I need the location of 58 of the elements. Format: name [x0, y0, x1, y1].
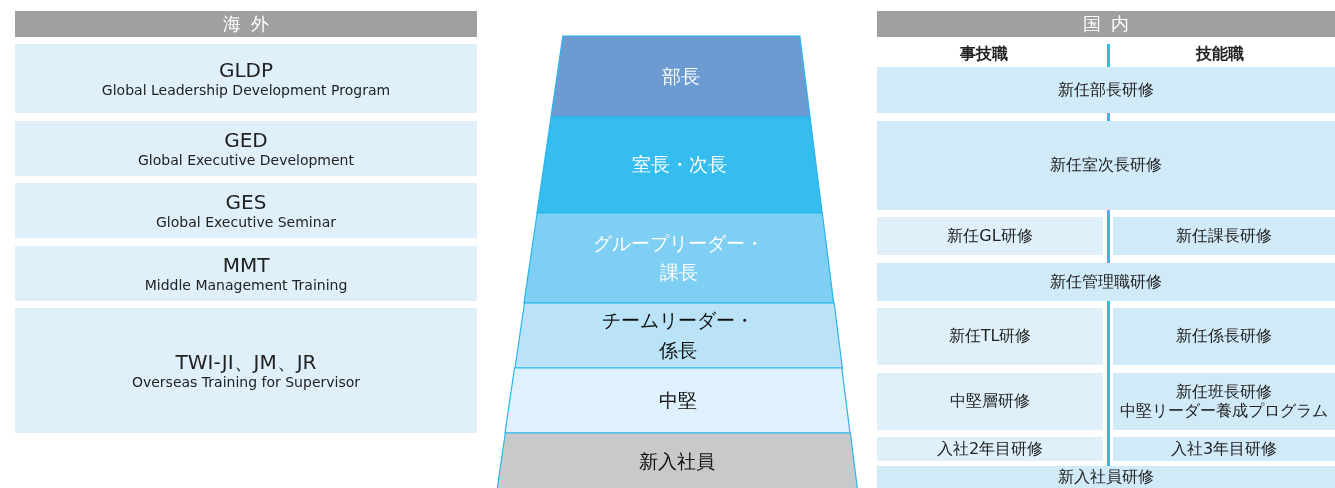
- section-header: [15, 11, 477, 37]
- training-card: [877, 466, 1335, 488]
- section-header: [877, 11, 1335, 37]
- training-name: 入社2年目研修: [936, 439, 1044, 459]
- training-card: [877, 263, 1335, 301]
- program-name: Overseas Training for Supervisor: [131, 373, 361, 391]
- program-code: MMT: [222, 253, 270, 277]
- training-name: 中堅リーダー養成プログラム: [1120, 401, 1328, 420]
- tier-label: 中堅: [658, 387, 697, 413]
- training-card: [877, 373, 1103, 430]
- training-card: [1113, 308, 1335, 365]
- training-card: [877, 121, 1335, 210]
- program-code: GLDP: [218, 58, 274, 82]
- program-name: Global Executive Development: [138, 151, 354, 169]
- pyramid-tier: [496, 433, 858, 488]
- training-card: [1113, 373, 1335, 430]
- training-name: 新任部長研修: [1058, 80, 1154, 100]
- program-card: [15, 308, 477, 433]
- training-name: 新任TL研修: [948, 327, 1032, 346]
- program-card: [15, 121, 477, 176]
- training-card: [877, 308, 1103, 365]
- header-title: 国内: [1082, 15, 1141, 33]
- tier-label: 新入社員: [638, 448, 715, 474]
- pyramid-tier: [537, 117, 823, 213]
- tier-label: チームリーダー・係長: [601, 308, 756, 363]
- training-card: [877, 437, 1103, 461]
- training-card: [1113, 217, 1335, 255]
- training-name: 新任GL研修: [947, 226, 1033, 246]
- training-name: 新任課長研修: [1176, 226, 1272, 246]
- program-card: [15, 44, 477, 113]
- pyramid-tier: [524, 213, 834, 303]
- column-heading: 事技職: [960, 46, 1008, 62]
- program-code: TWI-JI、JM、JR: [175, 350, 317, 374]
- training-name: 中堅層研修: [950, 392, 1030, 411]
- program-code: GES: [225, 190, 267, 214]
- program-name: Global Leadership Development Program: [101, 81, 391, 99]
- training-card: [877, 217, 1103, 255]
- tier-label: 室長・次長: [632, 152, 728, 178]
- header-title: 海外: [222, 15, 281, 33]
- tier-label: グループリーダー・課長: [592, 230, 766, 285]
- training-name: 入社3年目研修: [1170, 439, 1278, 459]
- pyramid-tier: [505, 368, 851, 433]
- training-card: [877, 67, 1335, 113]
- training-card: [1113, 437, 1335, 461]
- training-name: 新任管理職研修: [1050, 272, 1162, 292]
- program-card: [15, 183, 477, 238]
- tier-label: 部長: [661, 63, 700, 89]
- pyramid-tier: [514, 303, 842, 368]
- training-name: 新任係長研修: [1176, 327, 1272, 346]
- pyramid-tier: [551, 36, 811, 117]
- program-card: [15, 246, 477, 301]
- training-name: 新任室次長研修: [1050, 156, 1162, 175]
- training-name: 新任班長研修: [1176, 383, 1272, 402]
- program-name: Middle Management Training: [144, 276, 348, 294]
- program-code: GED: [224, 128, 268, 152]
- training-name: 新入社員研修: [1058, 467, 1154, 487]
- column-heading: 技能職: [1196, 46, 1244, 62]
- program-name: Global Executive Seminar: [156, 213, 336, 231]
